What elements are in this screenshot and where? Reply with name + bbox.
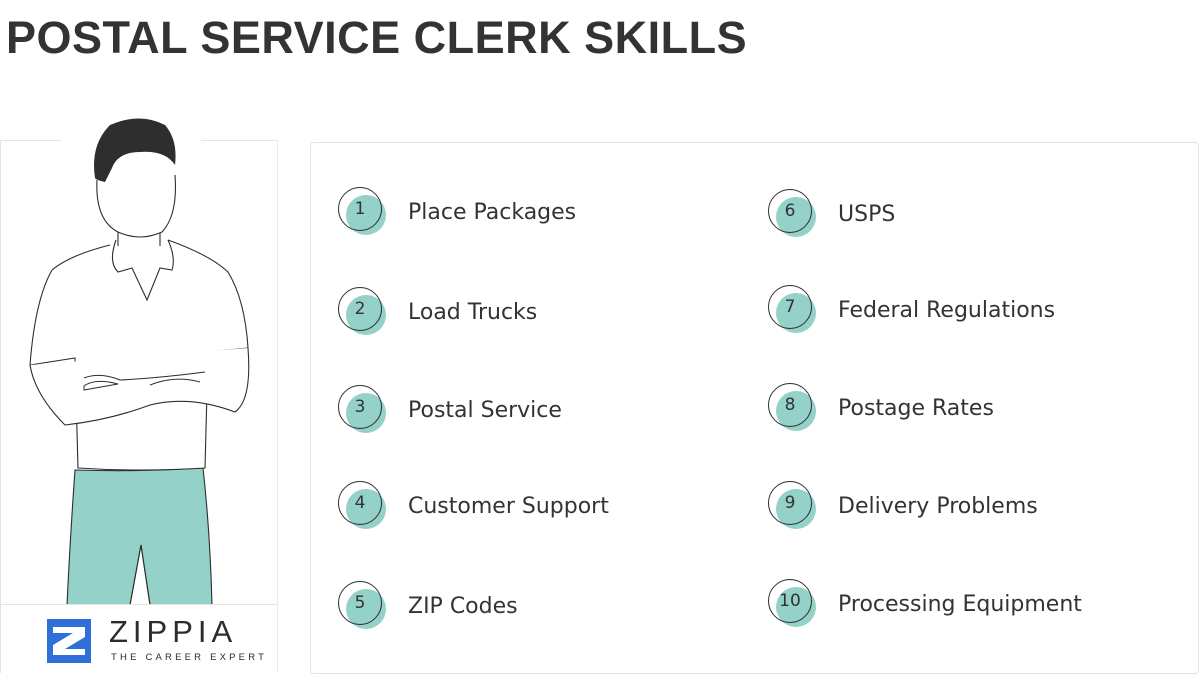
skill-label: Postal Service [408,397,562,423]
skill-item: 4 Customer Support [338,481,609,531]
number-badge: 10 [768,579,818,629]
brand-name: ZIPPIA [109,614,238,649]
skill-item: 8 Postage Rates [768,383,994,433]
skill-label: Delivery Problems [838,493,1038,519]
number-badge: 7 [768,285,818,335]
skill-label: USPS [838,201,896,227]
brand-footer: ZIPPIA THE CAREER EXPERT [1,604,277,673]
skill-label: ZIP Codes [408,593,518,619]
page-title: POSTAL SERVICE CLERK SKILLS [6,12,748,63]
skill-item: 9 Delivery Problems [768,481,1038,531]
skill-label: Customer Support [408,493,609,519]
number-badge: 5 [338,581,388,631]
number-badge: 9 [768,481,818,531]
skill-item: 5 ZIP Codes [338,581,518,631]
skills-card [310,142,1199,674]
skill-item: 10 Processing Equipment [768,579,1082,629]
skill-item: 2 Load Trucks [338,287,537,337]
skill-label: Processing Equipment [838,591,1082,617]
number-badge: 6 [768,189,818,239]
skill-label: Load Trucks [408,299,538,325]
number-badge: 8 [768,383,818,433]
number-badge: 1 [338,187,388,237]
skill-label: Federal Regulations [838,297,1056,323]
number-badge: 4 [338,481,388,531]
skill-label: Place Packages [408,199,577,225]
zippia-logo-icon [47,619,91,663]
skill-item: 6 USPS [768,189,895,239]
skill-label: Postage Rates [838,395,994,421]
brand-tagline: THE CAREER EXPERT [111,652,268,663]
skill-item: 1 Place Packages [338,187,576,237]
skill-item: 3 Postal Service [338,385,562,435]
person-illustration-icon [29,118,250,605]
number-badge: 2 [338,287,388,337]
number-badge: 3 [338,385,388,435]
skill-item: 7 Federal Regulations [768,285,1055,335]
